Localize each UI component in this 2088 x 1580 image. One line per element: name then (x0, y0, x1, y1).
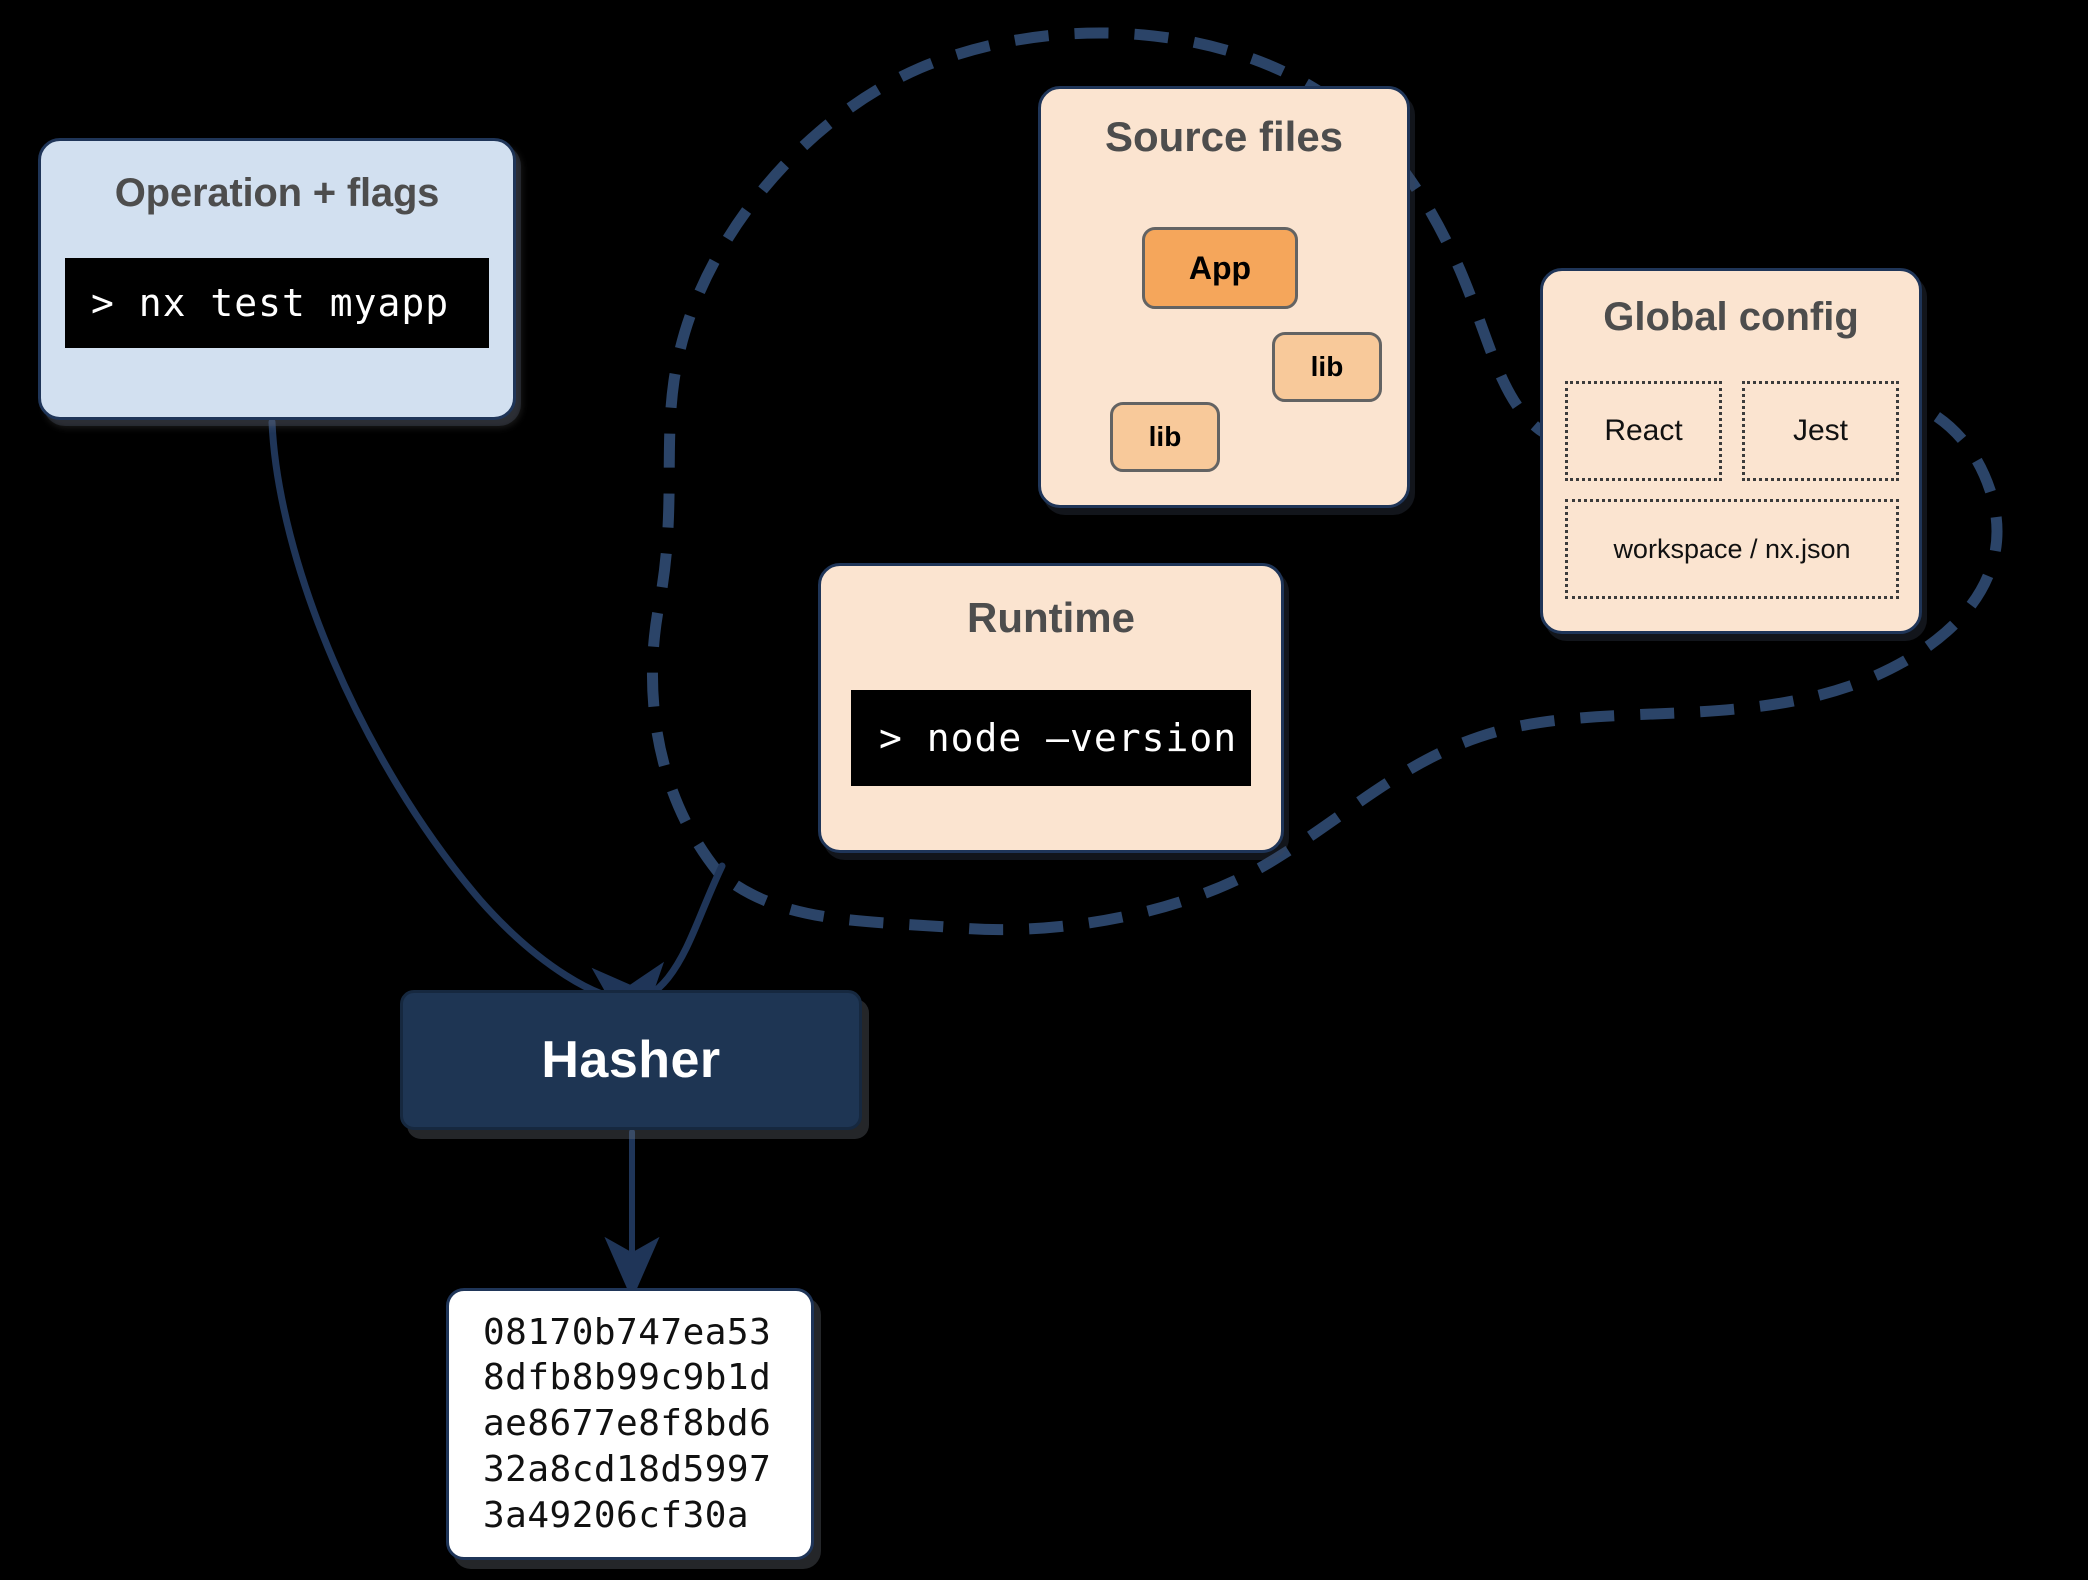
global-config-grid: React Jest workspace / nx.json (1565, 381, 1899, 599)
hasher-label: Hasher (541, 1031, 721, 1089)
source-files-title: Source files (1104, 113, 1344, 160)
config-cell-react-label: React (1604, 414, 1683, 447)
graph-node-lib-left-label: lib (1148, 421, 1182, 452)
arrow-inputs-to-hasher (597, 862, 726, 1026)
hash-output-panel[interactable]: 08170b747ea53 8dfb8b99c9b1d ae8677e8f8bd… (446, 1288, 814, 1560)
operation-flags-title: Operation + flags (114, 171, 440, 215)
arrow-operation-to-hasher (268, 418, 666, 1033)
hash-line: 32a8cd18d5997 (483, 1448, 772, 1490)
runtime-title: Runtime (967, 594, 1135, 641)
runtime-command-terminal: > node –version (851, 690, 1251, 786)
global-config-panel[interactable]: Global config React Jest workspace / nx.… (1540, 268, 1922, 634)
operation-command-terminal: > nx test myapp (65, 258, 489, 348)
config-cell-jest-label: Jest (1792, 414, 1849, 447)
hasher-node[interactable]: Hasher (400, 990, 862, 1130)
hash-line: 3a49206cf30a (483, 1494, 750, 1536)
operation-command-text: > nx test myapp (91, 281, 450, 325)
graph-node-lib-left[interactable]: lib (1110, 402, 1220, 472)
hash-line: 8dfb8b99c9b1d (483, 1357, 772, 1399)
graph-node-app-label: App (1188, 249, 1252, 286)
hash-line: 08170b747ea53 (483, 1311, 772, 1353)
graph-node-lib-right[interactable]: lib (1272, 332, 1382, 402)
config-cell-workspace[interactable]: workspace / nx.json (1565, 499, 1899, 599)
runtime-command-text: > node –version (879, 716, 1238, 760)
runtime-panel[interactable]: Runtime > node –version (818, 563, 1284, 853)
config-cell-jest[interactable]: Jest (1742, 381, 1899, 481)
graph-node-app[interactable]: App (1142, 227, 1298, 309)
hash-line: ae8677e8f8bd6 (483, 1403, 772, 1445)
config-cell-react[interactable]: React (1565, 381, 1722, 481)
global-config-row-top: React Jest (1565, 381, 1899, 481)
global-config-title: Global config (1603, 295, 1859, 339)
operation-flags-panel[interactable]: Operation + flags > nx test myapp (38, 138, 516, 420)
graph-node-lib-right-label: lib (1310, 351, 1344, 382)
config-cell-workspace-label: workspace / nx.json (1613, 533, 1851, 564)
